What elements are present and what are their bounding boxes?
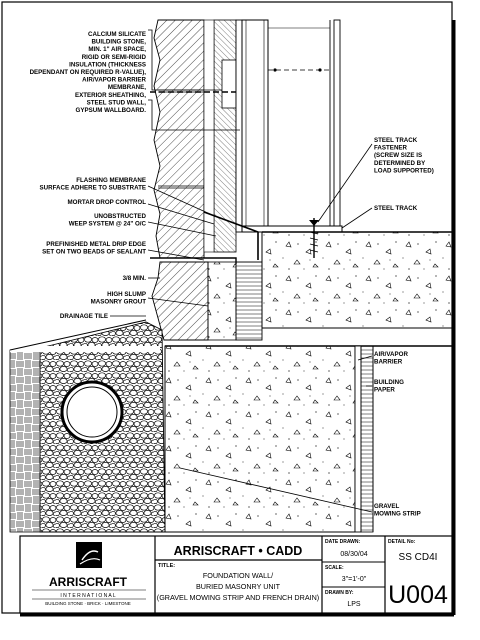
exterior-sheathing [235,19,243,233]
logo: ARRISCRAFT I N T E R N A T I O N A L BUI… [32,542,146,606]
scale-value: 3"=1'-0" [342,576,367,583]
title-line-3: (GRAVEL MOWING STRIP AND FRENCH DRAIN) [157,593,319,602]
company-name: ARRISCRAFT • CADD [174,544,303,558]
detail-code: SS CD4I [399,552,438,563]
gypsum-wallboard [333,19,341,233]
callout-mortar: MORTAR DROP CONTROL [68,199,147,206]
date-value: 08/30/04 [340,551,367,558]
scale-label: SCALE: [325,565,344,571]
wall-tie [221,59,237,109]
title-line-2: BURIED MASONRY UNIT [196,582,281,591]
logo-word: ARRISCRAFT [49,575,128,589]
steel-stud [241,19,269,233]
foundation-block [235,261,263,341]
drawn-label: DRAWN BY: [325,590,354,596]
concrete-slab [261,231,453,329]
wall-assembly [150,19,343,259]
buried-masonry-unit [151,261,209,341]
leader-lines [110,29,373,513]
svg-text:MORTAR DROP CONTROL: MORTAR DROP CONTROL [68,199,147,206]
title-label: TITLE: [158,563,175,569]
date-label: DATE DRAWN: [325,539,361,545]
foundation [9,211,453,533]
building-paper [360,345,374,533]
title-line-1: FOUNDATION WALL/ [203,571,273,580]
logo-sub: I N T E R N A T I O N A L [60,593,115,599]
building-stone [153,19,205,259]
svg-text:DRAINAGE TILE: DRAINAGE TILE [60,313,108,320]
masonry-grout [207,261,237,341]
detail-number: U004 [388,581,448,609]
svg-text:STEEL TRACK: STEEL TRACK [374,205,418,212]
soil [9,347,41,533]
title-block: ARRISCRAFT I N T E R N A T I O N A L BUI… [19,535,453,614]
drawn-value: LPS [347,601,361,608]
callout-min: 3/8 MIN. [123,275,147,282]
callout-track: STEEL TRACK [374,205,418,212]
flashing-membrane [203,211,259,260]
detail-label: DETAIL No: [388,539,416,545]
logo-emblem-icon [76,542,102,568]
logo-tagline: BUILDING STONE · BRICK · LIMESTONE [45,601,131,606]
svg-text:3/8 MIN.: 3/8 MIN. [123,275,147,282]
foundation-wall [164,345,356,533]
air-vapor-barrier [354,345,362,533]
callout-tile: DRAINAGE TILE [60,313,108,320]
